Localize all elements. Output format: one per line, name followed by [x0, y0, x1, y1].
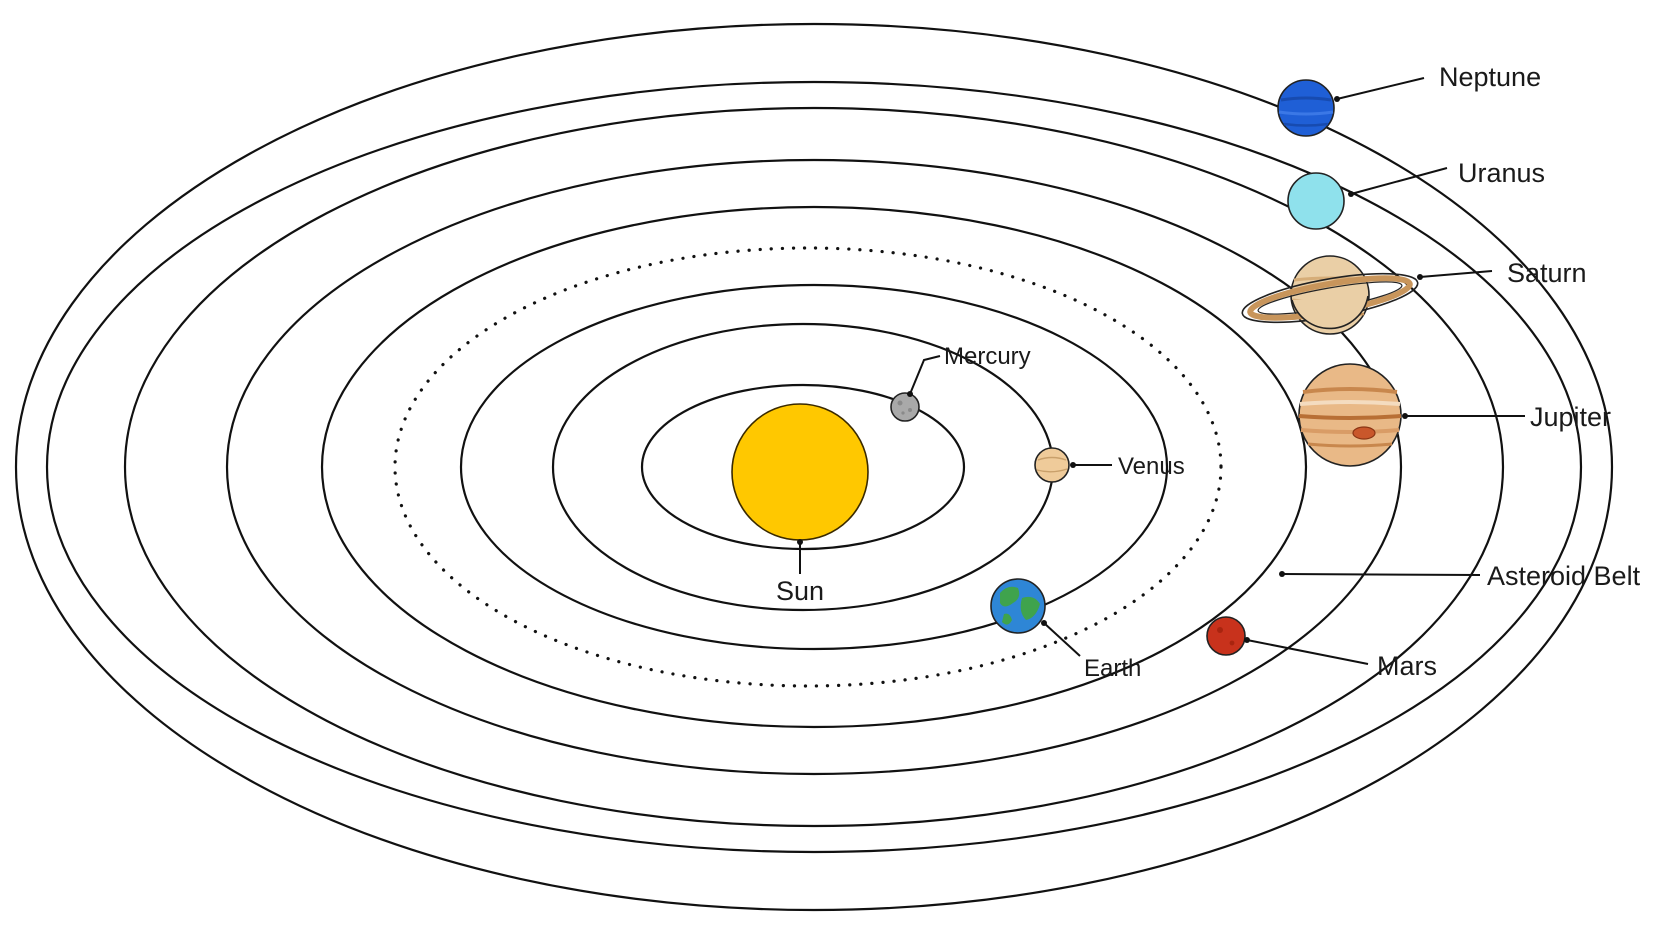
mercury [890, 355, 941, 422]
asteroid-belt-orbit [393, 246, 1223, 688]
label-uranus: Uranus [1458, 158, 1545, 188]
venus [1034, 447, 1112, 483]
labels: Sun Mercury Venus Earth Mars Asteroid Be… [776, 62, 1641, 682]
orbit-earth [459, 283, 1169, 651]
orbit-uranus [45, 80, 1583, 854]
orbit-jupiter [225, 158, 1403, 776]
jupiter [1298, 363, 1525, 467]
label-saturn: Saturn [1507, 258, 1587, 288]
neptune [1277, 77, 1425, 137]
mars [1206, 616, 1369, 665]
sun [731, 403, 869, 574]
label-earth: Earth [1084, 655, 1141, 682]
earth [990, 578, 1081, 657]
label-sun: Sun [776, 576, 824, 606]
orbit-saturn [123, 106, 1505, 828]
saturn [1241, 255, 1493, 335]
orbit-mercury [640, 383, 966, 551]
label-mars: Mars [1377, 651, 1437, 681]
asteroid-belt-pointer [1279, 571, 1481, 577]
label-neptune: Neptune [1439, 62, 1541, 92]
uranus [1287, 167, 1448, 230]
orbit-neptune [14, 22, 1614, 912]
label-venus: Venus [1118, 453, 1185, 480]
label-jupiter: Jupiter [1530, 402, 1611, 432]
orbits [14, 22, 1614, 912]
label-mercury: Mercury [944, 343, 1031, 370]
orbit-mars [320, 205, 1308, 729]
label-asteroid-belt: Asteroid Belt [1487, 561, 1641, 591]
